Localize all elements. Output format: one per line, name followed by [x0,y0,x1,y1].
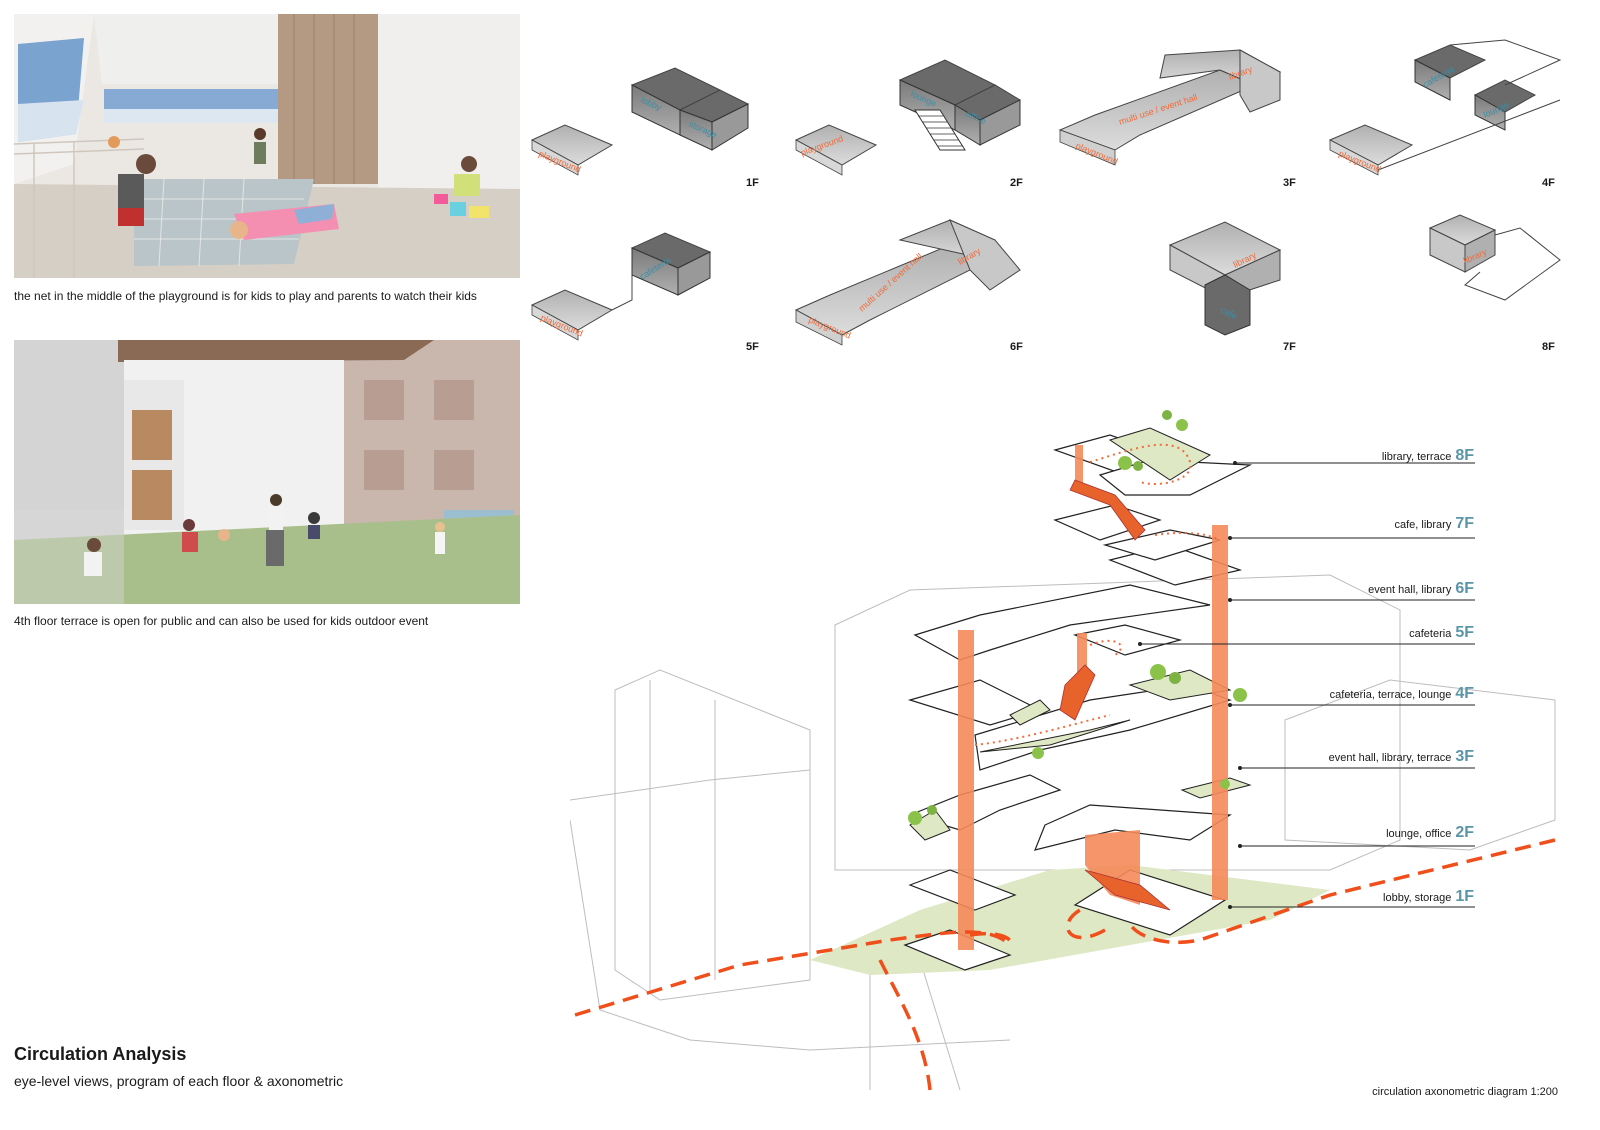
level-desc: lobby, storage [1383,892,1452,904]
view-caption-2: 4th floor terrace is open for public and… [14,614,429,628]
level-desc: lounge, office [1386,828,1452,840]
plan-floor-number: 8F [1542,341,1555,353]
plan-floor-number: 1F [746,177,759,189]
playground-net-render [14,14,520,278]
leader-dots [1138,461,1242,909]
level-desc: cafe, library [1394,519,1452,531]
plan-floor-number: 5F [746,341,759,353]
level-number: 4F [1455,685,1474,702]
floor-plan-2F: playground lounge office [794,59,1022,176]
level-number: 3F [1455,748,1474,765]
terraces [909,427,1252,841]
floor-slabs [903,434,1253,971]
level-number: 8F [1455,447,1474,464]
plan-floor-number: 6F [1010,341,1023,353]
trees [908,410,1247,825]
view-caption-1: the net in the middle of the playground … [14,289,477,303]
level-number: 7F [1455,515,1474,532]
staircases [1059,479,1171,911]
page-title: Circulation Analysis [14,1044,187,1064]
circulation-axonometric-diagram [570,410,1556,1091]
terrace-render [14,340,520,604]
floor-plan-7F: library cafe [1168,221,1282,336]
leader-lines [1140,462,1475,908]
level-desc: cafeteria, terrace, lounge [1329,689,1452,701]
eye-level-view-terrace [14,340,520,604]
level-desc: event hall, library [1368,584,1452,596]
scale-note: circulation axonometric diagram 1:200 [1372,1086,1558,1098]
floor-plan-4F: playground cafeteria lounge [1328,39,1562,176]
eye-level-view-playground-net [14,14,520,278]
floor-plan-3F: playground multi use / event hall librar… [1058,49,1282,167]
level-desc: cafeteria [1409,628,1452,640]
floor-plan-6F: playground multi use / event hall librar… [794,219,1021,346]
floor-plan-8F: library [1428,214,1561,301]
page-subtitle: eye-level views, program of each floor &… [14,1073,344,1089]
floor-plan-5F: playground cafeteria [530,232,712,341]
floor-program-plans: playground lobby storage playground loun… [530,39,1562,346]
level-number: 2F [1455,824,1474,841]
level-number: 5F [1455,624,1474,641]
level-number: 1F [1455,888,1474,905]
plan-floor-number: 4F [1542,177,1555,189]
floor-plan-1F: playground lobby storage [530,67,750,176]
level-number: 6F [1455,580,1474,597]
plan-floor-number: 7F [1283,341,1296,353]
main-circulation-path [574,838,1556,1091]
level-desc: library, terrace [1381,451,1452,463]
plan-floor-number: 3F [1283,177,1296,189]
level-desc: event hall, library, terrace [1328,752,1452,764]
plan-floor-number: 2F [1010,177,1023,189]
vertical-cores [958,445,1228,950]
dotted-circulation [974,443,1221,746]
